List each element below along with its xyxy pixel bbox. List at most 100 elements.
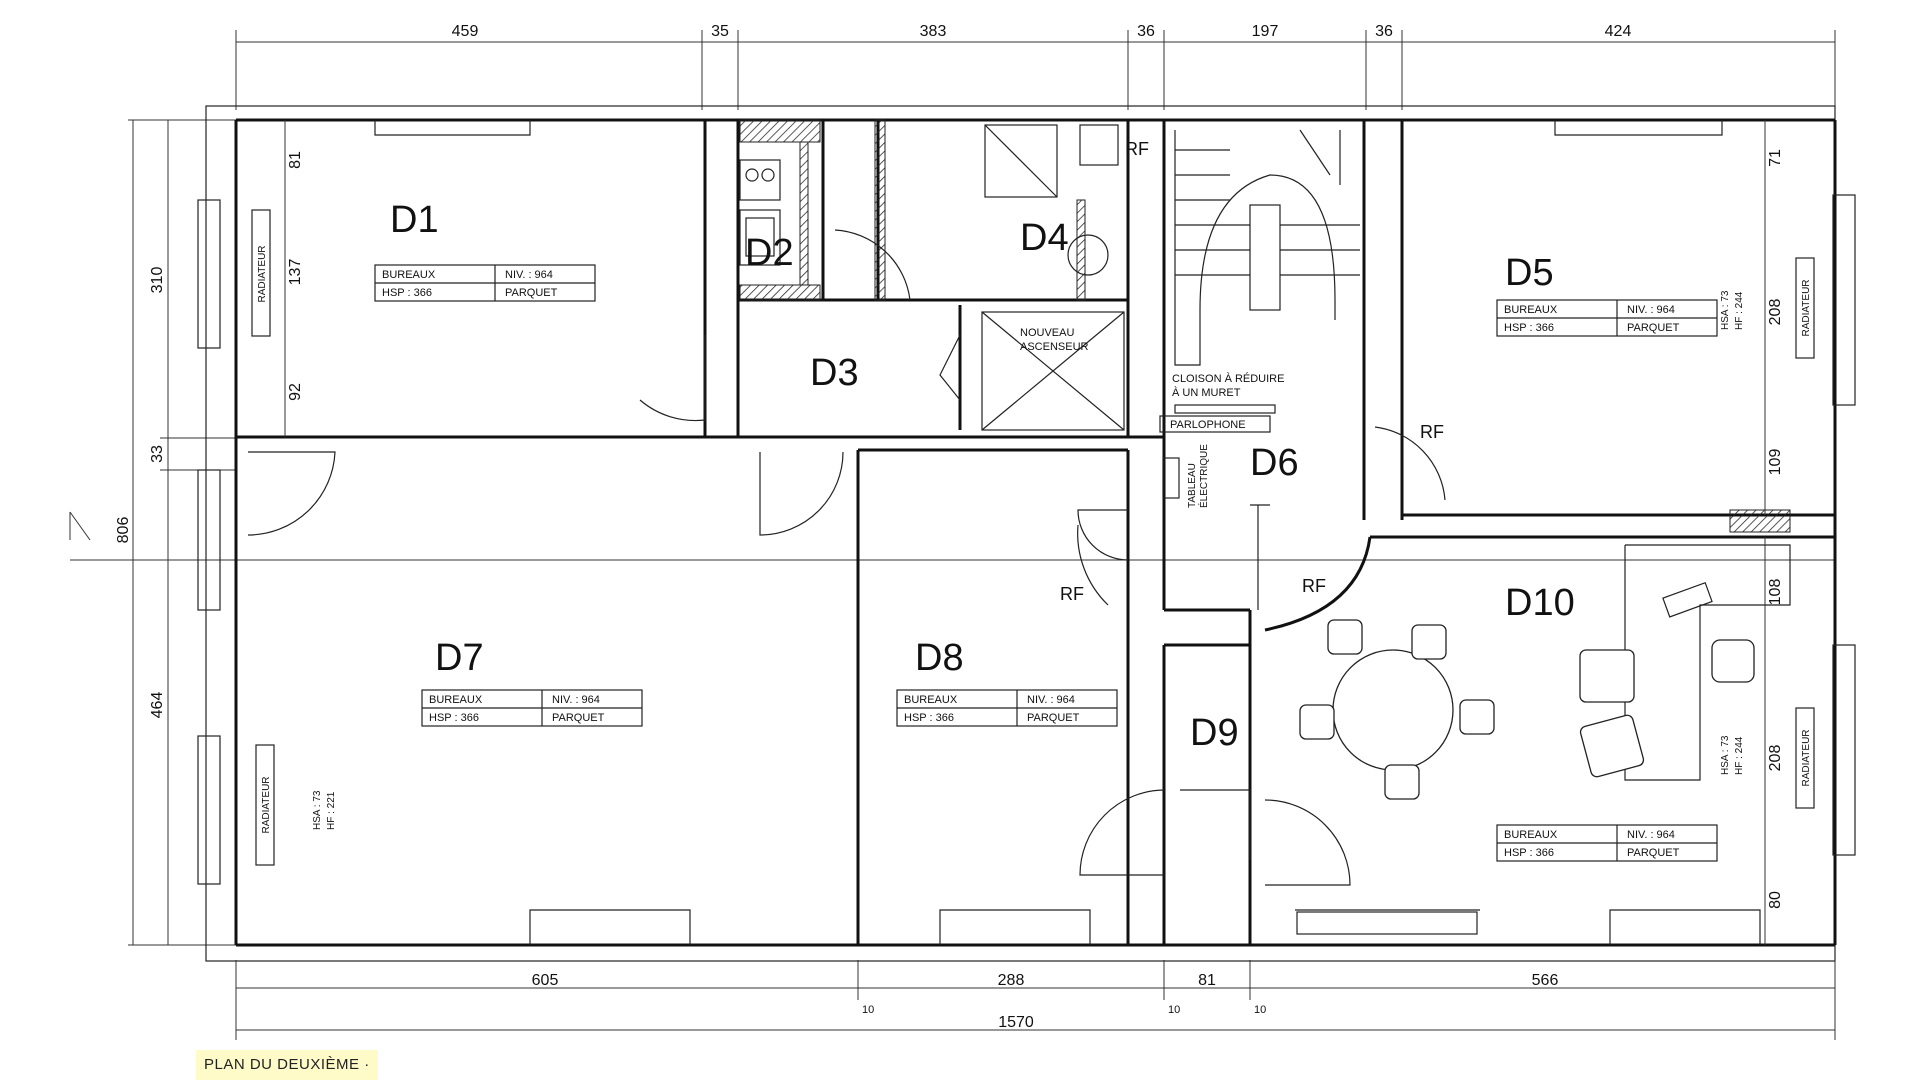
room-label-d4: D4 bbox=[1020, 217, 1069, 259]
office-chair bbox=[1711, 639, 1755, 683]
hsa-label-d7: HSA : 73 bbox=[312, 790, 323, 830]
hsa-label-d10: HSA : 73 bbox=[1720, 735, 1731, 775]
radiator-d1 bbox=[251, 209, 271, 337]
info-niv: NIV. : 964 bbox=[552, 694, 600, 706]
info-niv: NIV. : 964 bbox=[1627, 304, 1675, 316]
dim-bottom-small: 10 bbox=[1254, 1004, 1266, 1016]
dim-d5-2: 208 bbox=[1767, 299, 1784, 326]
elevator-label-1: NOUVEAU bbox=[1020, 327, 1074, 339]
room-label-d7: D7 bbox=[435, 637, 484, 679]
dim-d5-1: 71 bbox=[1767, 149, 1784, 167]
dim-bottom-3: 81 bbox=[1198, 972, 1216, 989]
room-label-d10: D10 bbox=[1505, 582, 1575, 624]
armchair bbox=[1579, 649, 1635, 703]
room-label-d2: D2 bbox=[745, 232, 794, 274]
radiator-label-d10: RADIATEUR bbox=[1801, 729, 1812, 786]
hf-label-d10: HF : 244 bbox=[1734, 736, 1745, 775]
info-floor: PARQUET bbox=[505, 287, 558, 299]
shower-icon bbox=[984, 124, 1058, 198]
radiator-d7 bbox=[255, 744, 275, 866]
info-floor: PARQUET bbox=[1627, 847, 1680, 859]
dim-bottom-2: 288 bbox=[998, 972, 1025, 989]
chair bbox=[1384, 764, 1420, 800]
electrical-panel-icon bbox=[1162, 457, 1180, 499]
chair bbox=[1327, 619, 1363, 655]
dim-d10-2: 208 bbox=[1767, 745, 1784, 772]
dim-left-total: 806 bbox=[115, 517, 132, 544]
dim-top-3: 383 bbox=[920, 23, 947, 40]
cooktop-icon bbox=[739, 159, 781, 201]
cloison-label-1: CLOISON À RÉDUIRE bbox=[1172, 372, 1284, 385]
info-box-d7: BUREAUX NIV. : 964 HSP : 366 PARQUET bbox=[421, 689, 643, 727]
dim-d1-3: 92 bbox=[287, 383, 304, 401]
radiators: RADIATEUR RADIATEUR RADIATEUR RADIATEUR bbox=[251, 209, 1815, 866]
info-niv: NIV. : 964 bbox=[1027, 694, 1075, 706]
radiator-d5 bbox=[1795, 257, 1815, 359]
elevator: NOUVEAU ASCENSEUR bbox=[981, 311, 1125, 431]
hsa-label-d5: HSA : 73 bbox=[1720, 290, 1731, 330]
staircase bbox=[1174, 129, 1360, 414]
dim-bottom-total: 1570 bbox=[998, 1014, 1034, 1031]
chair bbox=[1459, 699, 1495, 735]
dim-left-3: 464 bbox=[149, 692, 166, 719]
washbasin-icon bbox=[1079, 124, 1119, 166]
info-floor: PARQUET bbox=[1627, 322, 1680, 334]
info-hsp: HSP : 366 bbox=[904, 712, 954, 724]
dim-d1-2: 137 bbox=[287, 259, 304, 286]
armchair bbox=[1579, 714, 1645, 778]
dim-top-2: 35 bbox=[711, 23, 729, 40]
tableau-label-1: TABLEAU bbox=[1187, 463, 1198, 508]
room-labels: D1 D2 D3 D4 D5 D6 D7 D8 D9 D10 bbox=[390, 199, 1575, 754]
dim-top-7: 424 bbox=[1605, 23, 1632, 40]
info-type: BUREAUX bbox=[429, 694, 483, 706]
dim-left-2: 33 bbox=[149, 445, 166, 463]
rf-label: RF bbox=[1420, 422, 1444, 442]
elevator-label-2: ASCENSEUR bbox=[1020, 341, 1089, 353]
cloison-label-2: À UN MURET bbox=[1172, 386, 1241, 399]
dim-left-1: 310 bbox=[149, 267, 166, 294]
info-hsp: HSP : 366 bbox=[1504, 847, 1554, 859]
left-dimension-line: 310 33 464 806 bbox=[69, 119, 1835, 946]
bottom-dimension-line: 605 288 81 566 1570 10 10 10 bbox=[235, 960, 1836, 1040]
dim-d10-1: 108 bbox=[1767, 579, 1784, 606]
rf-label: RF bbox=[1060, 584, 1084, 604]
sink-icon bbox=[739, 209, 781, 266]
radiator-label-d5: RADIATEUR bbox=[1801, 279, 1812, 336]
room-label-d5: D5 bbox=[1505, 252, 1554, 294]
info-type: BUREAUX bbox=[904, 694, 958, 706]
top-dimension-line: 459 35 383 36 197 36 424 bbox=[235, 23, 1836, 110]
windows bbox=[197, 194, 1856, 935]
info-hsp: HSP : 366 bbox=[429, 712, 479, 724]
parlophone-label: PARLOPHONE bbox=[1170, 419, 1246, 431]
info-floor: PARQUET bbox=[552, 712, 605, 724]
fixtures bbox=[739, 119, 1119, 301]
rf-label: RF bbox=[1125, 139, 1149, 159]
info-niv: NIV. : 964 bbox=[1627, 829, 1675, 841]
dim-d10-3: 80 bbox=[1767, 891, 1784, 909]
dim-bottom-1: 605 bbox=[532, 972, 559, 989]
dim-d5-3: 109 bbox=[1767, 449, 1784, 476]
radiator-label-d7: RADIATEUR bbox=[261, 776, 272, 833]
annotations: RF RF RF RF CLOISON À RÉDUIRE À UN MURET… bbox=[312, 139, 1745, 830]
info-floor: PARQUET bbox=[1027, 712, 1080, 724]
info-type: BUREAUX bbox=[382, 269, 436, 281]
radiator-label-d1: RADIATEUR bbox=[257, 245, 268, 302]
dim-bottom-small: 10 bbox=[1168, 1004, 1180, 1016]
tableau-label-2: ÉLECTRIQUE bbox=[1197, 444, 1210, 508]
info-type: BUREAUX bbox=[1504, 304, 1558, 316]
dim-top-4: 36 bbox=[1137, 23, 1155, 40]
dim-top-5: 197 bbox=[1252, 23, 1279, 40]
dim-d1-1: 81 bbox=[287, 151, 304, 169]
info-niv: NIV. : 964 bbox=[505, 269, 553, 281]
hf-label-d5: HF : 244 bbox=[1734, 291, 1745, 330]
radiator-d10 bbox=[1795, 707, 1815, 809]
hf-label-d7: HF : 221 bbox=[326, 791, 337, 830]
desk bbox=[1624, 544, 1791, 781]
rf-label: RF bbox=[1302, 576, 1326, 596]
room-label-d9: D9 bbox=[1190, 712, 1239, 754]
interior-dimensions: 81 137 92 71 208 109 108 208 80 bbox=[284, 120, 1784, 945]
info-hsp: HSP : 366 bbox=[382, 287, 432, 299]
dim-bottom-4: 566 bbox=[1532, 972, 1559, 989]
toilet-icon bbox=[1067, 234, 1109, 276]
